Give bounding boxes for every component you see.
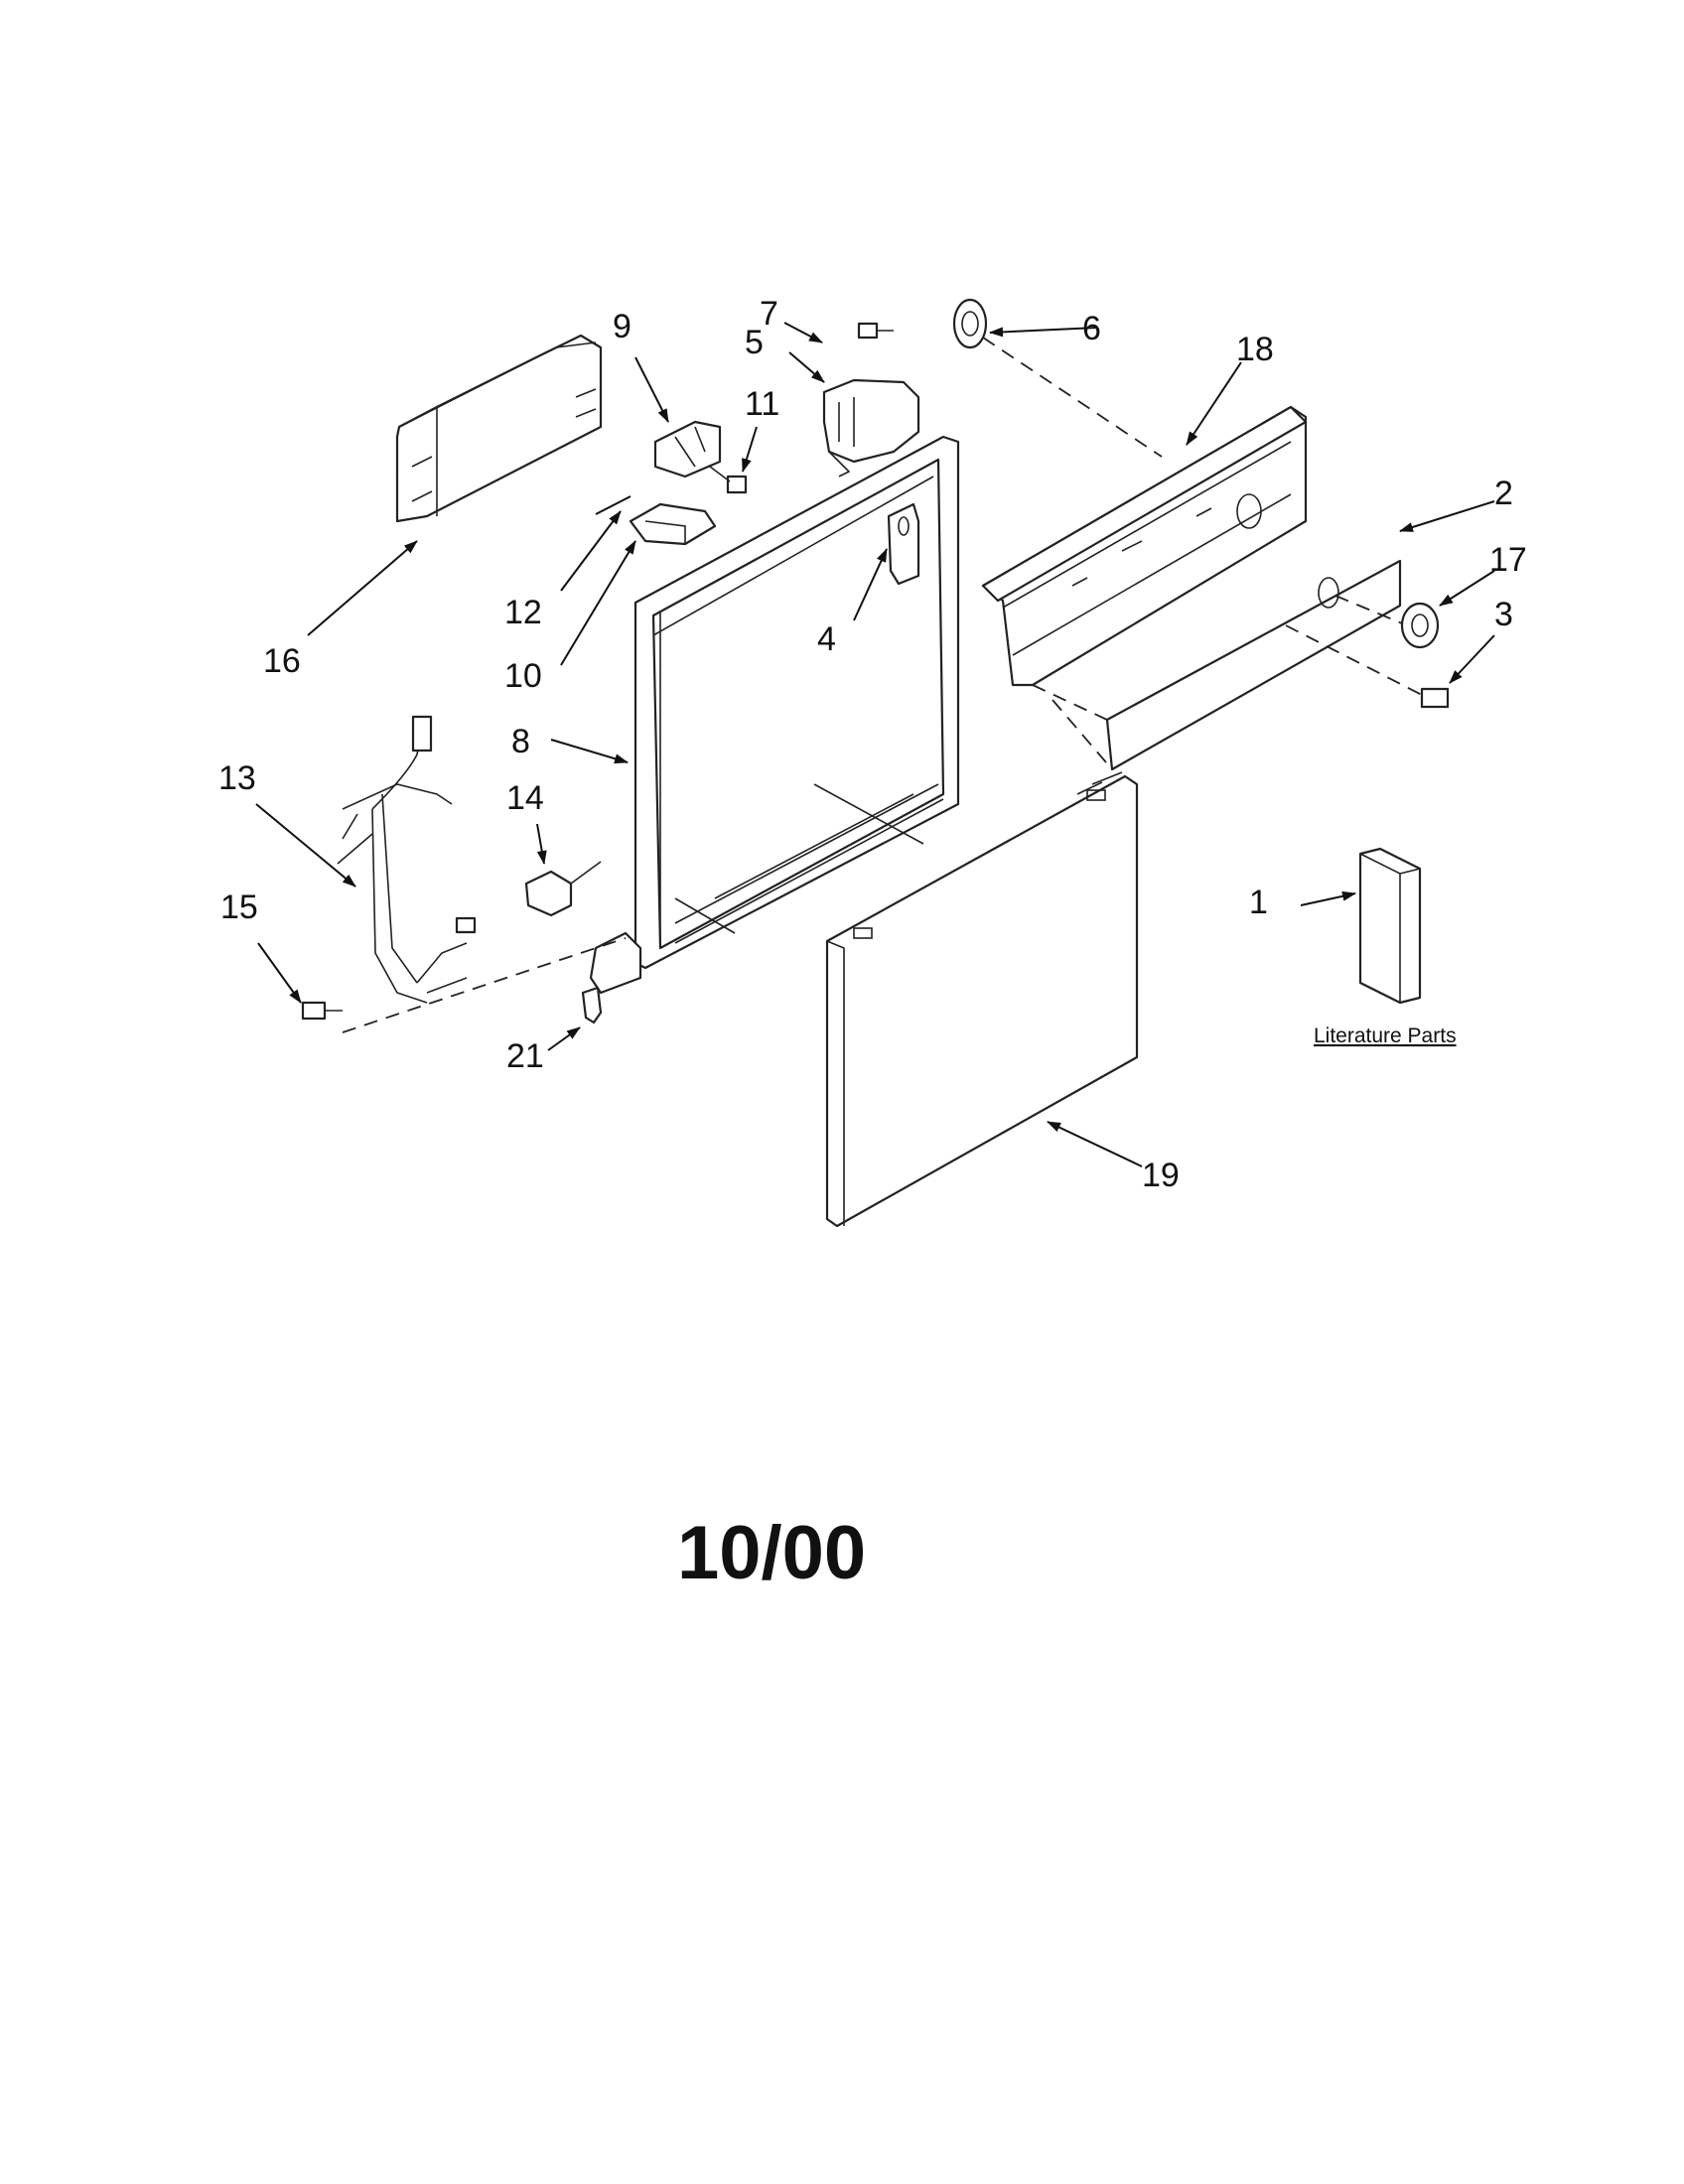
callout-13: 13 (218, 759, 256, 797)
part-19-door-panel (825, 771, 1139, 1228)
callout-11: 11 (745, 385, 779, 423)
callout-2: 2 (1494, 475, 1513, 512)
part-16-cover-box (395, 334, 603, 523)
part-17-knob (1334, 595, 1440, 649)
literature-parts-label: Literature Parts (1314, 1024, 1457, 1047)
part-3-button (1285, 624, 1450, 709)
part-21-clip (581, 986, 603, 1024)
callout-18: 18 (1236, 331, 1274, 368)
part-10-bracket (629, 502, 717, 546)
part-4-latch (887, 502, 920, 586)
callout-9: 9 (613, 308, 632, 345)
part-12-clip (595, 495, 632, 515)
callout-16: 16 (263, 642, 301, 680)
part-14-sensor (524, 861, 602, 917)
date-code: 10/00 (677, 1511, 866, 1595)
callout-1: 1 (1249, 884, 1268, 921)
part-9-switch (653, 420, 722, 478)
callout-3: 3 (1494, 596, 1513, 633)
part-5-control (822, 378, 920, 478)
callout-labels: 16 9 11 12 10 7 5 6 18 2 17 3 4 8 13 14 … (218, 295, 1527, 1595)
callout-8: 8 (511, 723, 530, 760)
part-1-literature (1358, 847, 1422, 1005)
callout-15: 15 (220, 888, 258, 926)
callout-5: 5 (745, 324, 764, 361)
part-13-wire-harness (337, 715, 477, 1004)
part-6-cam (952, 298, 988, 349)
callout-6: 6 (1082, 310, 1101, 347)
part-2-overlay (1032, 559, 1402, 771)
callout-12: 12 (504, 594, 542, 631)
part-15-screw (301, 1001, 343, 1021)
leader-lines (255, 322, 1495, 1167)
callout-14: 14 (506, 779, 544, 817)
callout-7: 7 (760, 295, 778, 333)
part-7-screw (857, 322, 894, 340)
part-18-control-panel (981, 405, 1308, 687)
callout-21: 21 (506, 1037, 544, 1075)
part-11-connector (709, 466, 748, 494)
callout-19: 19 (1142, 1157, 1180, 1194)
callout-10: 10 (504, 657, 542, 695)
callout-4: 4 (817, 620, 836, 658)
callout-17: 17 (1489, 541, 1527, 579)
